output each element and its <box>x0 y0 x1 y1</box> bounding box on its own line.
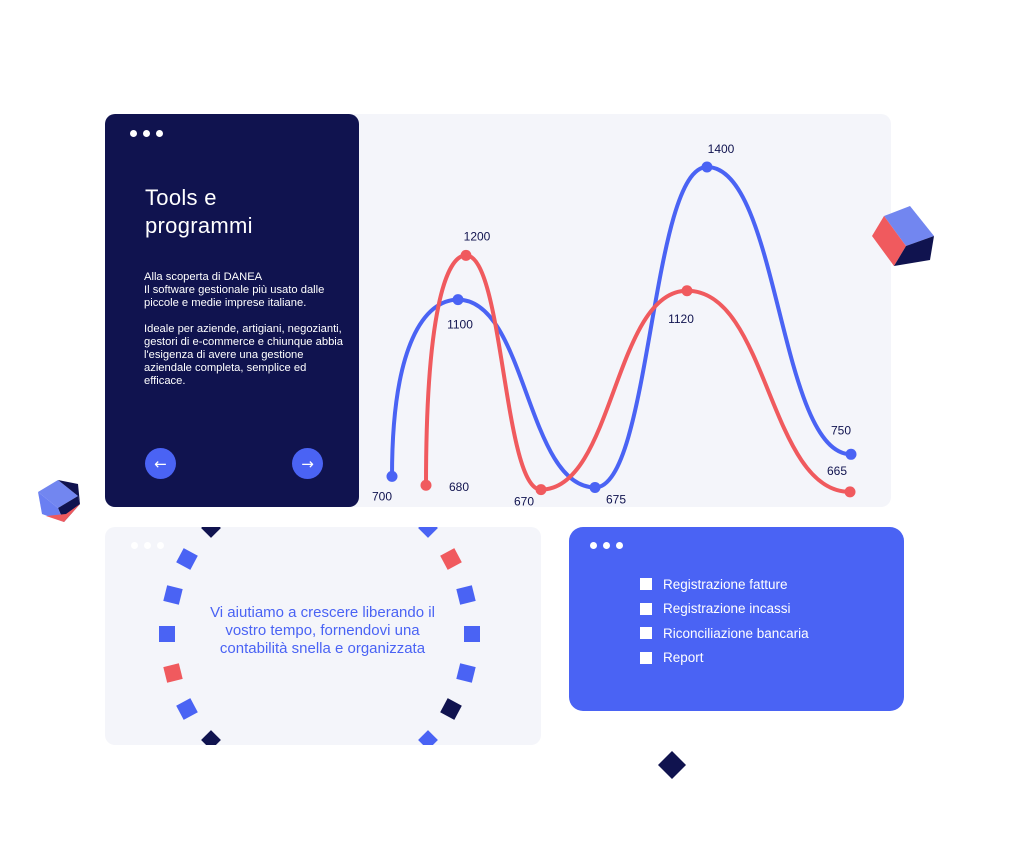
checkbox[interactable] <box>640 602 652 615</box>
feature-item: Report <box>640 646 809 671</box>
data-label-red: 1200 <box>464 229 491 243</box>
window-dot <box>590 542 597 549</box>
window-dot <box>131 542 138 549</box>
checkbox[interactable] <box>640 651 652 664</box>
data-label-red: 665 <box>827 464 847 478</box>
data-point-blue <box>386 470 398 482</box>
square-decoration <box>163 663 183 683</box>
series-line-red <box>424 253 852 494</box>
window-dot <box>143 130 150 137</box>
data-label-red: 670 <box>514 495 534 507</box>
square-decoration <box>176 548 198 570</box>
arrow-right-icon: → <box>301 454 314 473</box>
square-decoration <box>159 626 175 642</box>
intro-target-audience: Ideale per aziende, artigiani, negoziant… <box>144 323 343 387</box>
cube-decoration <box>872 206 934 266</box>
arrow-left-icon: ← <box>154 454 167 473</box>
data-point-blue <box>452 294 464 306</box>
next-button[interactable]: → <box>292 448 323 479</box>
line-chart: 700 1100 675 1400 750 680 1200 670 1120 665 <box>372 142 857 507</box>
data-point-red <box>535 484 547 496</box>
data-point-blue <box>701 161 713 173</box>
intro-title: Tools e programmi <box>145 184 345 240</box>
square-decoration <box>440 548 462 570</box>
feature-item: Riconciliazione bancaria <box>640 621 809 646</box>
square-decoration <box>440 698 462 720</box>
square-decoration <box>201 527 221 538</box>
window-dot <box>603 542 610 549</box>
square-decoration <box>163 585 183 605</box>
window-dot <box>616 542 623 549</box>
checkbox[interactable] <box>640 627 652 640</box>
prev-button[interactable]: ← <box>145 448 176 479</box>
data-label-blue: 1400 <box>708 142 735 156</box>
series-line-blue <box>390 164 853 490</box>
data-point-red <box>460 249 472 261</box>
window-dot <box>130 130 137 137</box>
feature-label: Report <box>663 650 704 666</box>
data-label-blue: 675 <box>606 492 626 506</box>
feature-list: Registrazione fatture Registrazione inca… <box>640 572 809 670</box>
square-decoration <box>418 527 438 538</box>
cube-decoration <box>38 480 80 522</box>
data-point-blue <box>589 481 601 493</box>
features-card: Registrazione fatture Registrazione inca… <box>569 527 904 711</box>
window-dots <box>130 130 163 137</box>
feature-label: Registrazione incassi <box>663 601 791 617</box>
window-dot <box>144 542 151 549</box>
window-dot <box>157 542 164 549</box>
feature-label: Riconciliazione bancaria <box>663 625 809 641</box>
checkbox[interactable] <box>640 578 652 591</box>
data-label-blue: 700 <box>372 489 392 503</box>
square-decoration <box>456 585 476 605</box>
data-point-red <box>420 479 432 491</box>
window-dots <box>590 542 623 549</box>
feature-item: Registrazione incassi <box>640 597 809 622</box>
intro-card: Tools e programmi Alla scoperta di DANEA… <box>105 114 359 507</box>
chart-card: 700 1100 675 1400 750 680 1200 670 1120 665 <box>340 114 891 507</box>
data-label-blue: 1100 <box>447 318 473 332</box>
data-label-red: 680 <box>449 480 469 494</box>
data-label-red: 1120 <box>668 312 694 326</box>
quote-text: Vi aiutiamo a crescere liberando il vost… <box>210 604 435 657</box>
window-dots <box>131 542 164 549</box>
data-point-red <box>681 285 693 297</box>
square-decoration <box>418 730 438 745</box>
data-point-red <box>844 486 856 498</box>
data-label-blue: 750 <box>831 423 851 437</box>
intro-title-line: Tools e <box>145 185 217 210</box>
data-point-blue <box>845 448 857 460</box>
quote-card: Vi aiutiamo a crescere liberando il vost… <box>105 527 541 745</box>
feature-label: Registrazione fatture <box>663 576 788 592</box>
intro-title-line: programmi <box>145 213 253 238</box>
diamond-decoration <box>658 751 686 779</box>
square-decoration <box>464 626 480 642</box>
feature-item: Registrazione fatture <box>640 572 809 597</box>
intro-description: Alla scoperta di DANEA Il software gesti… <box>144 271 325 309</box>
square-decoration <box>176 698 198 720</box>
square-decoration <box>456 663 476 683</box>
window-dot <box>156 130 163 137</box>
square-decoration <box>201 730 221 745</box>
